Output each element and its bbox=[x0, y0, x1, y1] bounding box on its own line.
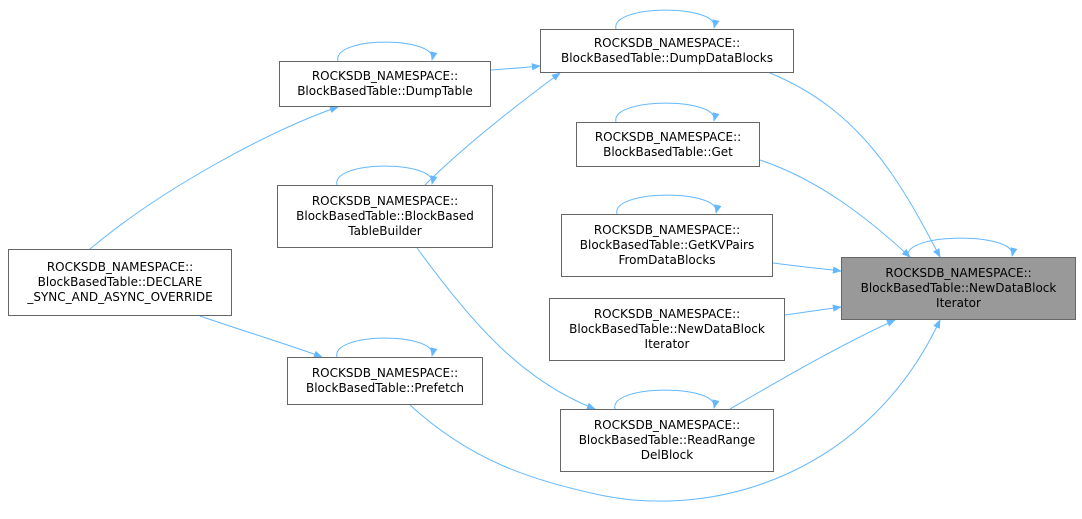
self-loop-dumpdatablocks bbox=[615, 9, 720, 30]
self-loop-readrange bbox=[614, 389, 720, 410]
self-loop-getkvpairs bbox=[616, 194, 722, 215]
node-label-line: ROCKSDB_NAMESPACE:: bbox=[594, 129, 742, 144]
self-loop-prefetch bbox=[336, 337, 438, 358]
node-declare[interactable]: ROCKSDB_NAMESPACE::BlockBasedTable::DECL… bbox=[8, 249, 232, 316]
node-getkvpairs[interactable]: ROCKSDB_NAMESPACE::BlockBasedTable::GetK… bbox=[561, 214, 773, 277]
node-label-line: BlockBasedTable::Get bbox=[603, 144, 733, 159]
node-readrange[interactable]: ROCKSDB_NAMESPACE::BlockBasedTable::Read… bbox=[560, 409, 774, 472]
self-loop-dumptable bbox=[337, 41, 438, 62]
self-loop-builder bbox=[336, 165, 438, 186]
node-label-line: Iterator bbox=[936, 296, 981, 310]
edges-layer bbox=[89, 9, 1018, 502]
node-label-line: ROCKSDB_NAMESPACE:: bbox=[593, 418, 741, 432]
node-label-line: TableBuilder bbox=[348, 224, 422, 238]
self-loop-root bbox=[907, 237, 1018, 258]
node-label-line: BlockBasedTable::ReadRange bbox=[578, 433, 756, 447]
node-label-line: ROCKSDB_NAMESPACE:: bbox=[311, 194, 459, 208]
node-prefetch[interactable]: ROCKSDB_NAMESPACE::BlockBasedTable::Pref… bbox=[287, 357, 483, 405]
node-label-line: BlockBasedTable::DumpDataBlocks bbox=[561, 51, 773, 65]
node-label-line: ROCKSDB_NAMESPACE:: bbox=[46, 260, 194, 274]
node-label-line: _SYNC_AND_ASYNC_OVERRIDE bbox=[27, 290, 213, 304]
edge-get-to-root bbox=[759, 159, 911, 258]
node-dumpdatablocks[interactable]: ROCKSDB_NAMESPACE::BlockBasedTable::Dump… bbox=[540, 29, 794, 73]
self-loop-get bbox=[615, 102, 720, 123]
edge-prefetch-to-root bbox=[409, 319, 941, 502]
node-label-line: BlockBasedTable::NewDataBlock bbox=[860, 281, 1057, 295]
node-builder[interactable]: ROCKSDB_NAMESPACE::BlockBasedTable::Bloc… bbox=[277, 185, 493, 248]
edge-builder-to-dumpdatablocks bbox=[424, 72, 561, 186]
node-label-line: BlockBasedTable::NewDataBlock bbox=[569, 322, 765, 336]
node-label-line: ROCKSDB_NAMESPACE:: bbox=[311, 69, 459, 83]
node-label-line: BlockBasedTable::GetKVPairs bbox=[579, 238, 755, 252]
edge-declare-to-dumptable bbox=[89, 106, 339, 250]
node-label-line: ROCKSDB_NAMESPACE:: bbox=[593, 307, 741, 321]
edge-readrange-to-root bbox=[729, 319, 896, 410]
node-dumptable[interactable]: ROCKSDB_NAMESPACE::BlockBasedTable::Dump… bbox=[279, 61, 491, 107]
node-label-line: ROCKSDB_NAMESPACE:: bbox=[593, 223, 741, 237]
node-label-line: BlockBasedTable::DECLARE bbox=[37, 275, 203, 289]
node-label-line: BlockBasedTable::BlockBased bbox=[296, 209, 474, 223]
node-root: ROCKSDB_NAMESPACE::BlockBasedTable::NewD… bbox=[841, 257, 1076, 320]
edge-dumpdatablocks-to-root bbox=[769, 72, 941, 258]
node-get[interactable]: ROCKSDB_NAMESPACE::BlockBasedTable::Get bbox=[576, 122, 760, 167]
node-label-line: DelBlock bbox=[640, 448, 694, 462]
edge-dumptable-to-dumpdatablocks bbox=[490, 63, 541, 71]
edge-builder-to-readrange bbox=[416, 247, 596, 410]
node-label-line: ROCKSDB_NAMESPACE:: bbox=[885, 266, 1032, 280]
node-label-line: Iterator bbox=[644, 337, 690, 351]
node-newdbi2[interactable]: ROCKSDB_NAMESPACE::BlockBasedTable::NewD… bbox=[549, 298, 785, 361]
node-label-line: BlockBasedTable::DumpTable bbox=[297, 84, 473, 98]
node-label-line: ROCKSDB_NAMESPACE:: bbox=[593, 36, 741, 50]
node-label-line: ROCKSDB_NAMESPACE:: bbox=[311, 366, 459, 380]
edge-getkvpairs-to-root bbox=[772, 262, 842, 274]
edge-declare-to-prefetch bbox=[199, 315, 323, 358]
edge-newdbi2-to-root bbox=[784, 304, 842, 316]
node-label-line: BlockBasedTable::Prefetch bbox=[305, 381, 464, 395]
node-label-line: FromDataBlocks bbox=[618, 253, 716, 267]
